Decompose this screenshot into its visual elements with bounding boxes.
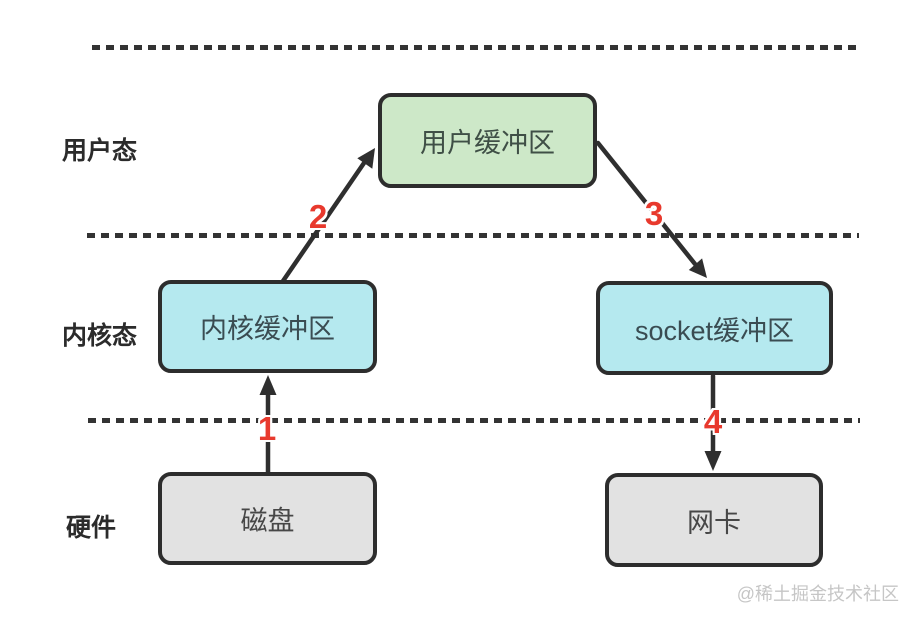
node-disk: 磁盘 [158,472,377,565]
layer-label-hardware: 硬件 [66,514,117,542]
boundary-line-top [92,45,862,50]
node-socket-buffer: socket缓冲区 [596,281,833,375]
boundary-line-kernel-hardware [88,418,860,423]
watermark: @稀土掘金技术社区 [736,584,899,604]
node-nic: 网卡 [605,473,823,567]
node-disk-label: 磁盘 [240,506,295,536]
node-kernel-buffer-label: 内核缓冲区 [200,314,335,344]
layer-label-user-mode: 用户态 [62,137,138,165]
node-user-buffer: 用户缓冲区 [378,93,597,188]
arrow-kernel-buffer-to-user-buffer [280,148,375,284]
node-nic-label: 网卡 [687,507,741,538]
arrow-socket-buffer-to-nic [704,373,722,471]
layer-label-kernel-mode: 内核态 [62,322,138,350]
arrow-user-buffer-to-socket-buffer [595,140,707,278]
step-number-4: 4 [703,403,723,440]
node-kernel-buffer: 内核缓冲区 [158,280,377,373]
arrow-disk-to-kernel-buffer [259,375,277,475]
node-socket-buffer-label: socket缓冲区 [634,315,795,346]
step-number-2: 2 [308,198,328,235]
boundary-line-user-kernel [87,233,859,238]
step-number-1: 1 [257,410,277,447]
node-user-buffer-label: 用户缓冲区 [420,128,555,158]
step-number-3: 3 [644,195,664,232]
